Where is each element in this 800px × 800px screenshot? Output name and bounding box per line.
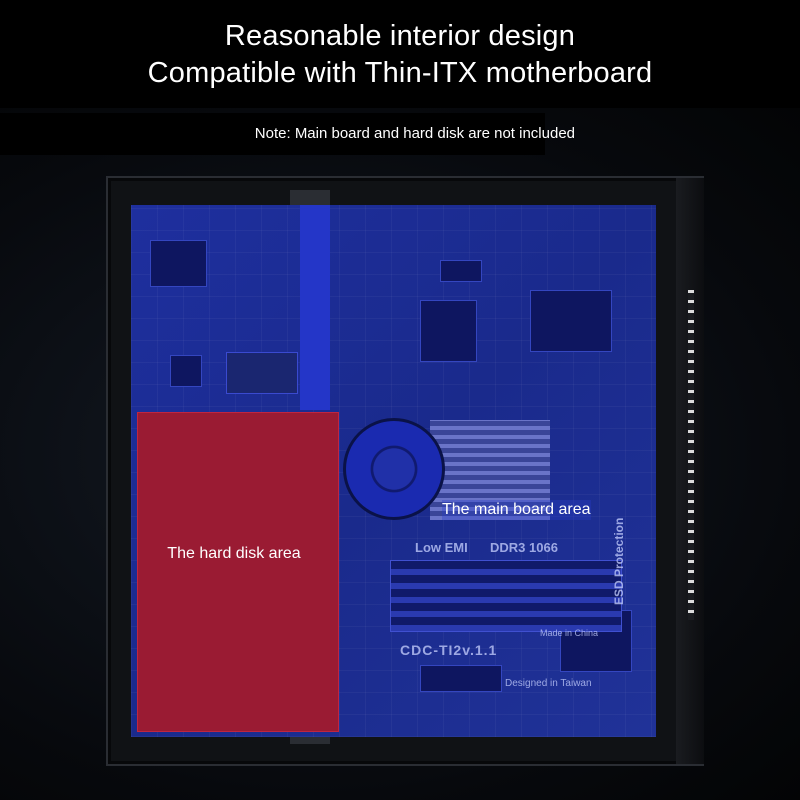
ram-slot	[390, 560, 622, 632]
board-chip	[170, 355, 202, 387]
headline-line-1: Reasonable interior design	[224, 20, 576, 52]
board-marking-low-emi: Low EMI	[415, 540, 468, 555]
sata-connector	[226, 352, 298, 394]
board-marking-designed: Designed in Taiwan	[505, 678, 592, 689]
heatsink	[430, 420, 550, 520]
header: Reasonable interior design Compatible wi…	[0, 0, 800, 108]
headline-line-2: Compatible with Thin-ITX motherboard	[147, 57, 653, 89]
board-marking-ddr: DDR3 1066	[490, 540, 558, 555]
main-board-area-label: The main board area	[442, 500, 591, 520]
board-chip	[420, 300, 477, 362]
board-marking-esd: ESD Protection	[612, 517, 626, 605]
note-bar: Note: Main board and hard disk are not i…	[0, 113, 575, 155]
board-chip	[150, 240, 207, 287]
ribbon-cable	[300, 205, 330, 410]
cpu-fan	[343, 418, 445, 520]
board-chip	[420, 665, 502, 692]
hard-disk-area-label: The hard disk area	[167, 545, 301, 562]
hard-disk-area-overlay	[137, 412, 339, 732]
case-vent	[688, 290, 694, 620]
board-marking-made: Made in China	[540, 628, 599, 638]
board-marking-model: CDC-TI2v.1.1	[400, 642, 498, 658]
board-chip	[440, 260, 482, 282]
board-chip	[530, 290, 612, 352]
note-text: Note: Main board and hard disk are not i…	[254, 125, 575, 142]
